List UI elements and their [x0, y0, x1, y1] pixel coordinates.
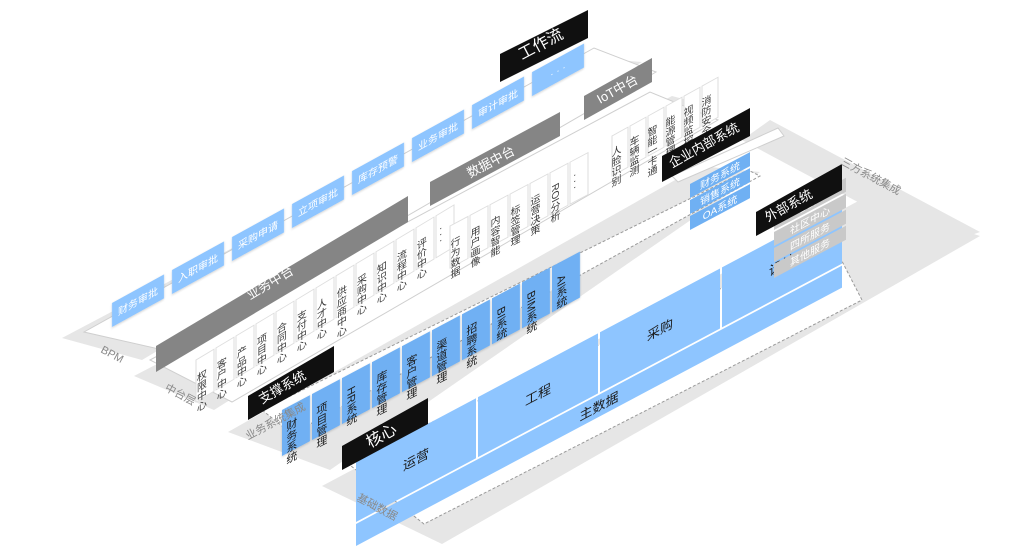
- support-item[interactable]: 库存管理: [372, 347, 400, 420]
- support-item[interactable]: 财务系统: [282, 395, 310, 468]
- business-item[interactable]: 知识中心: [375, 240, 395, 306]
- support-items: 财务系统 项目管理 HR系统 库存管理 客户管理 渠道管理 招聘系统 BI系统 …: [282, 251, 580, 468]
- iot-item[interactable]: 车辆监测: [628, 116, 647, 180]
- svg-text:智能一卡通: 智能一卡通: [646, 122, 657, 179]
- svg-text:AI系统: AI系统: [555, 272, 567, 311]
- svg-text:· · ·: · · ·: [435, 223, 446, 245]
- support-item[interactable]: 渠道管理: [432, 315, 460, 388]
- core-module[interactable]: 运营: [356, 398, 476, 522]
- svg-text:运营决策: 运营决策: [529, 192, 540, 239]
- svg-text:项目管理: 项目管理: [315, 400, 327, 450]
- iot-middle-items: 人脸识别 车辆监测 智能一卡通 能源管理 视频监控 消防安全: [610, 76, 719, 190]
- business-item[interactable]: 客户中心: [215, 336, 235, 402]
- business-item[interactable]: 供应商中心: [335, 264, 355, 340]
- svg-text:支付中心: 支付中心: [295, 307, 306, 354]
- workflow-item[interactable]: · · ·: [532, 43, 584, 97]
- business-item[interactable]: 流程中心: [395, 228, 415, 294]
- support-item[interactable]: HR系统: [342, 363, 370, 430]
- iot-item[interactable]: 能源管理: [664, 96, 683, 159]
- svg-text:视频监控: 视频监控: [682, 102, 693, 149]
- support-item[interactable]: 客户管理: [402, 331, 430, 404]
- svg-text:客户管理: 客户管理: [405, 352, 417, 403]
- business-item[interactable]: 产品中心: [235, 324, 255, 390]
- svg-text:ROI分析: ROI分析: [549, 181, 560, 225]
- svg-text:渠道管理: 渠道管理: [435, 336, 447, 386]
- support-item[interactable]: BIM系统: [522, 267, 550, 338]
- business-item[interactable]: 支付中心: [295, 288, 315, 354]
- svg-text:流程中心: 流程中心: [395, 246, 406, 294]
- svg-text:人才中心: 人才中心: [315, 295, 326, 342]
- business-item[interactable]: 人才中心: [315, 276, 335, 342]
- svg-text:行为数据: 行为数据: [449, 234, 460, 281]
- svg-text:权限中心: 权限中心: [195, 367, 206, 414]
- svg-text:知识中心: 知识中心: [375, 258, 386, 306]
- svg-text:客户中心: 客户中心: [215, 354, 226, 402]
- svg-text:人脸识别: 人脸识别: [610, 143, 621, 190]
- business-item[interactable]: 合同中心: [275, 300, 295, 366]
- svg-text:能源管理: 能源管理: [664, 112, 675, 159]
- core-module[interactable]: 采购: [600, 268, 720, 393]
- svg-text:BIM系统: BIM系统: [525, 288, 537, 336]
- core-layer: 运营 工程 采购 设计 主数据 核心 基础数据: [342, 203, 863, 546]
- data-item[interactable]: ROI分析: [549, 162, 569, 226]
- support-item[interactable]: 项目管理: [312, 379, 340, 452]
- business-item[interactable]: 权限中心: [195, 348, 215, 414]
- svg-text:供应商中心: 供应商中心: [335, 282, 346, 340]
- main-data-bar[interactable]: 主数据: [356, 265, 842, 546]
- business-item[interactable]: 项目中心: [255, 312, 275, 378]
- svg-text:库存管理: 库存管理: [375, 368, 387, 419]
- svg-text:内容智能: 内容智能: [489, 213, 500, 260]
- data-item[interactable]: 运营决策: [529, 173, 549, 239]
- svg-text:· · ·: · · ·: [569, 171, 580, 193]
- support-item[interactable]: 招聘系统: [462, 299, 490, 372]
- svg-text:评价中心: 评价中心: [415, 235, 426, 282]
- business-middle-items: 权限中心 客户中心 产品中心 项目中心 合同中心 支付中心 人才中心 供应商中心…: [195, 204, 455, 414]
- internal-panel: [671, 127, 785, 183]
- core-module[interactable]: 工程: [478, 333, 598, 458]
- core-modules: 运营 工程 采购 设计 主数据: [356, 203, 842, 546]
- svg-text:消防安全: 消防安全: [700, 92, 711, 139]
- internal-systems: 财务系统 销售系统 OA系统 企业内部系统: [662, 108, 785, 230]
- svg-text:标签管理: 标签管理: [509, 202, 520, 249]
- middle-platform-layer: 业务中台 权限中心 客户中心 产品中心 项目中心 合同中心 支付中心 人才中心 …: [148, 58, 720, 414]
- svg-text:产品中心: 产品中心: [235, 342, 246, 390]
- data-middle-items: 行为数据 用户画像 内容智能 标签管理 运营决策 ROI分析 · · ·: [449, 151, 589, 281]
- data-item[interactable]: 用户画像: [469, 205, 489, 270]
- svg-text:招聘系统: 招聘系统: [465, 320, 477, 371]
- data-item[interactable]: 内容智能: [489, 194, 509, 260]
- svg-text:BI系统: BI系统: [495, 304, 507, 343]
- svg-text:财务系统: 财务系统: [285, 415, 297, 466]
- iot-item[interactable]: 智能一卡通: [646, 106, 665, 179]
- support-item[interactable]: BI系统: [492, 283, 520, 345]
- svg-text:车辆监测: 车辆监测: [628, 132, 639, 179]
- iot-item[interactable]: 视频监控: [682, 86, 701, 150]
- support-item[interactable]: AI系统: [552, 251, 580, 313]
- business-item[interactable]: 采购中心: [355, 252, 375, 318]
- external-base: [742, 120, 980, 246]
- svg-text:项目中心: 项目中心: [255, 331, 266, 378]
- svg-text:合同中心: 合同中心: [275, 318, 286, 366]
- support-layer: 财务系统 项目管理 HR系统 库存管理 客户管理 渠道管理 招聘系统 BI系统 …: [243, 169, 762, 468]
- iot-item[interactable]: 人脸识别: [610, 126, 629, 190]
- data-item[interactable]: · · ·: [569, 151, 589, 205]
- business-item[interactable]: 评价中心: [415, 216, 435, 282]
- data-item[interactable]: 行为数据: [449, 215, 469, 281]
- data-item[interactable]: 标签管理: [509, 183, 529, 249]
- svg-text:用户画像: 用户画像: [469, 224, 480, 270]
- svg-text:HR系统: HR系统: [345, 384, 357, 428]
- iot-item[interactable]: 消防安全: [700, 76, 719, 139]
- svg-text:采购中心: 采购中心: [355, 271, 366, 318]
